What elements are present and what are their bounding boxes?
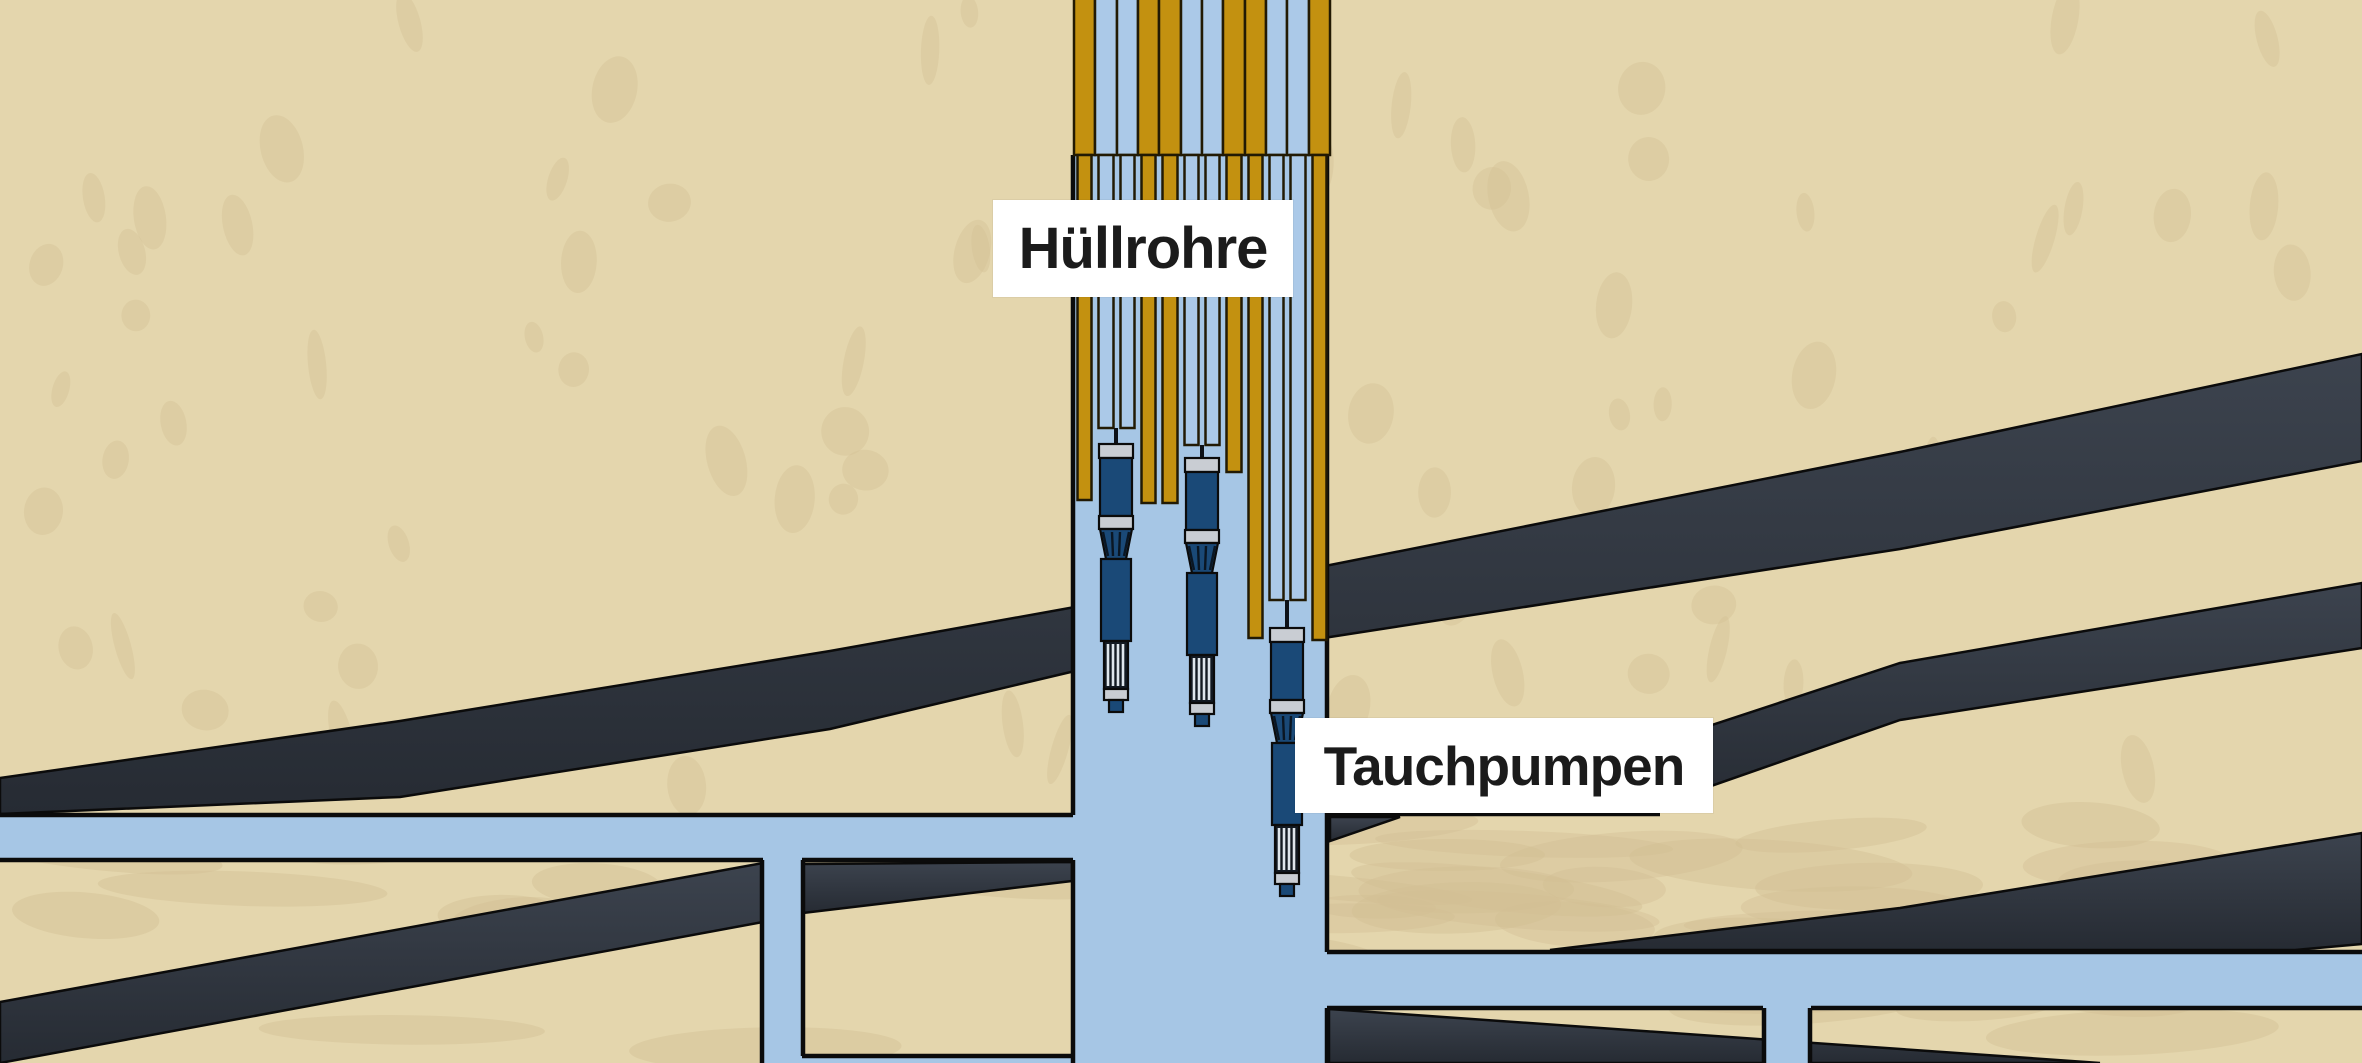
label-tauchpumpen: Tauchpumpen (1295, 718, 1713, 813)
label-tauchpumpen-text: Tauchpumpen (1323, 734, 1686, 797)
label-huellrohre: Hüllrohre (993, 200, 1293, 297)
label-huellrohre-text: Hüllrohre (1018, 216, 1269, 281)
